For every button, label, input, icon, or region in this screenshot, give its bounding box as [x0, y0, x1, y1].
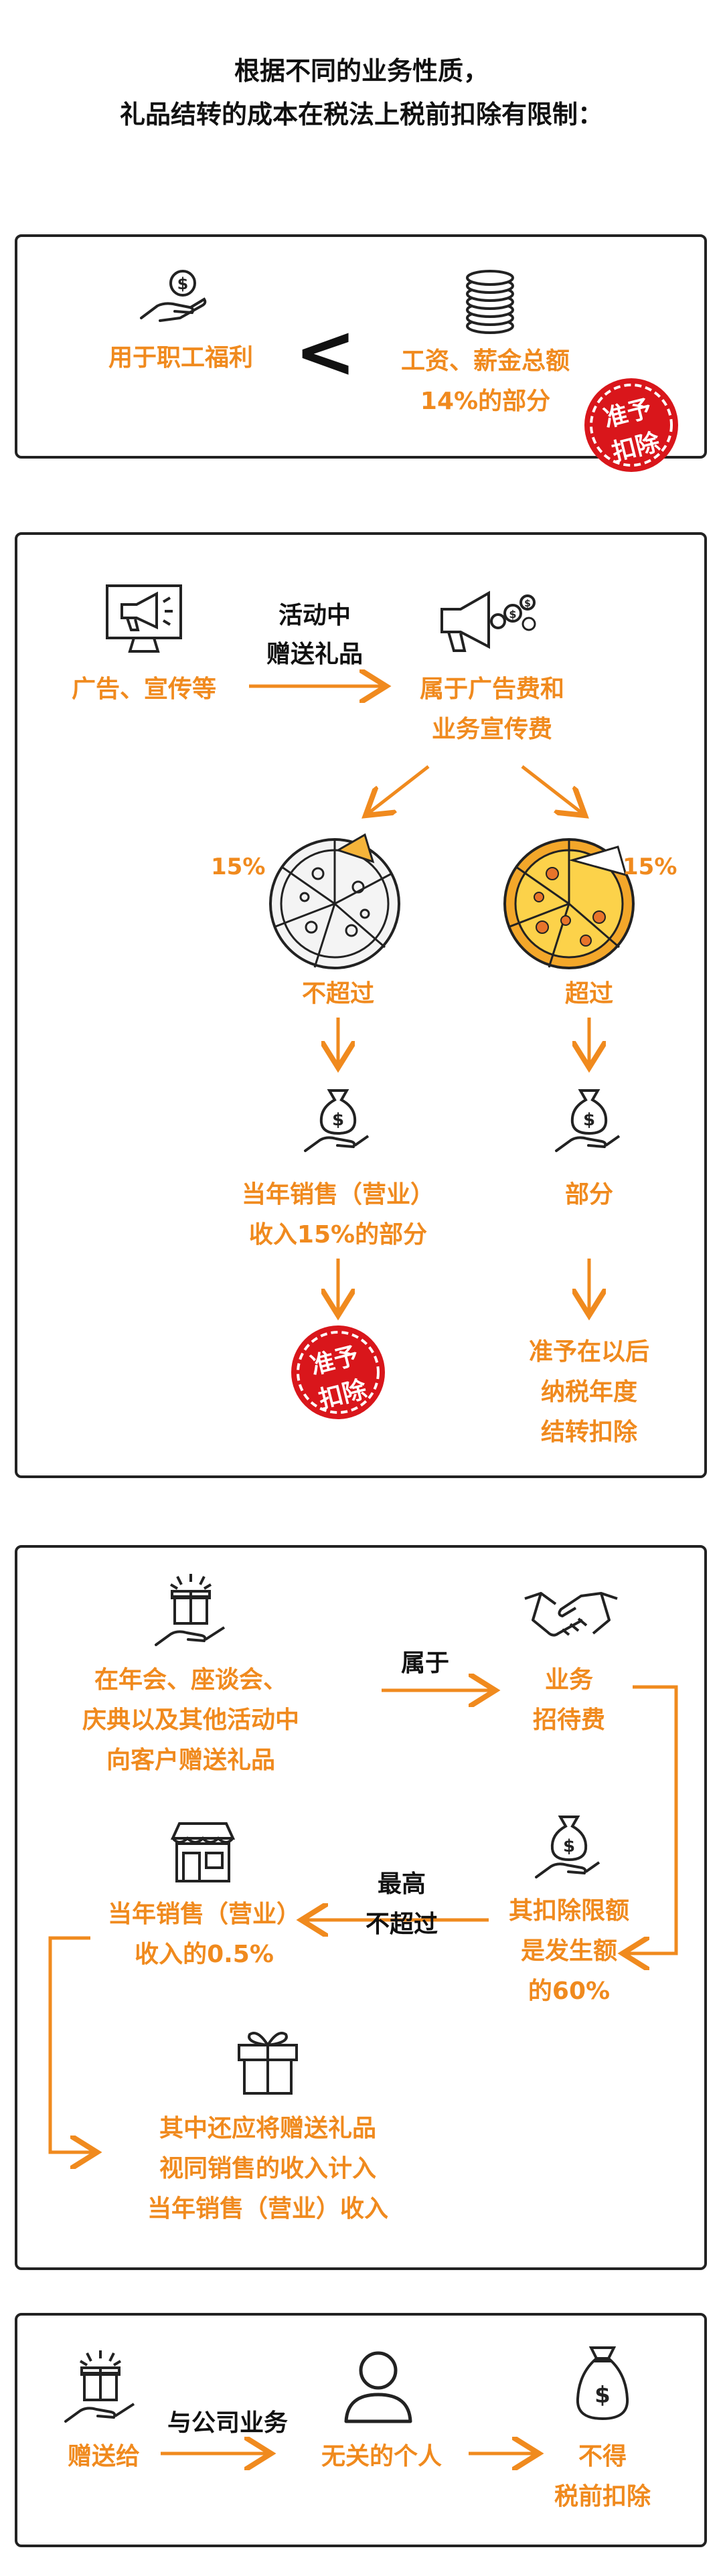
gift-box-icon: [238, 2032, 298, 2095]
hospitality-line-1: 业务: [544, 1666, 593, 1694]
activity-line-1: 活动中: [278, 602, 351, 629]
pizza-color-icon: [503, 838, 635, 969]
cap-line-2: 不超过: [365, 1911, 438, 1938]
header-line-2: 礼品结转的成本在税法上税前扣除有限制：: [119, 100, 603, 129]
section-business-hospitality: [15, 1545, 707, 2270]
gift-hand-icon: [155, 1574, 226, 1646]
belongs-label: 属于: [400, 1649, 449, 1677]
sales-revenue-line-1: 当年销售（营业）: [107, 1901, 301, 1928]
money-bag-hand-icon: $: [304, 1089, 370, 1152]
carry-forward-line-3: 结转扣除: [540, 1419, 637, 1446]
cap-line-1: 最高: [377, 1870, 426, 1898]
right-percent-label: 15%: [623, 854, 677, 880]
svg-text:$: $: [583, 1110, 595, 1130]
section-unrelated-individuals: [15, 2313, 707, 2547]
business-unrelated-label: 与公司业务: [167, 2409, 288, 2437]
megaphone-coins-icon: $ $: [440, 590, 536, 652]
limit-line-2: 是发生额: [520, 1937, 617, 1965]
store-icon: [170, 1822, 236, 1882]
svg-text:$: $: [332, 1110, 344, 1130]
hospitality-line-2: 招待费: [532, 1706, 605, 1734]
money-bag-hand-icon: $: [555, 1089, 621, 1152]
left-result-line-2: 收入15%的部分: [248, 1221, 428, 1249]
money-bag-icon: $: [576, 2346, 629, 2421]
activity-line-2: 赠送礼品: [266, 641, 363, 668]
handshake-icon: [524, 1592, 618, 1637]
limit-line-1: 其扣除限额: [508, 1897, 629, 1925]
sales-revenue-line-2: 收入的0.5%: [135, 1941, 274, 1968]
hand-coin-icon: $: [140, 270, 207, 322]
left-percent-label: 15%: [211, 854, 266, 880]
svg-text:$: $: [177, 274, 189, 293]
approved-stamp: 准予 扣除: [288, 1322, 388, 1423]
salary-line-2: 14%的部分: [420, 388, 551, 415]
not-exceed-label: 不超过: [301, 980, 374, 1008]
gift-event-line-3: 向客户赠送礼品: [106, 1747, 275, 1774]
svg-text:$: $: [594, 2382, 611, 2409]
less-than-symbol: <: [295, 309, 357, 394]
welfare-label: 用于职工福利: [108, 344, 253, 372]
not-deductible-line-2: 税前扣除: [554, 2483, 651, 2510]
exceed-label: 超过: [564, 980, 613, 1008]
pizza-icon: [269, 833, 400, 969]
gift-hand-icon: [64, 2350, 135, 2423]
person-icon: [344, 2351, 412, 2423]
deemed-sales-line-2: 视同销售的收入计入: [159, 2155, 376, 2182]
ad-fee-line-1: 属于广告费和: [419, 675, 564, 703]
carry-forward-line-2: 纳税年度: [540, 1378, 637, 1406]
deemed-sales-line-1: 其中还应将赠送礼品: [159, 2115, 376, 2142]
right-result-label: 部分: [564, 1181, 613, 1208]
coin-stack-icon: [466, 270, 514, 334]
money-bag-hand-icon: $: [535, 1816, 600, 1878]
advertising-label: 广告、宣传等: [71, 675, 216, 703]
gift-event-line-2: 庆典以及其他活动中: [82, 1706, 299, 1734]
deemed-sales-line-3: 当年销售（营业）收入: [147, 2195, 388, 2223]
unrelated-person-label: 无关的个人: [321, 2443, 442, 2470]
approved-stamp: 准予 扣除: [581, 375, 681, 475]
header-line-1: 根据不同的业务性质，: [234, 56, 489, 86]
svg-text:$: $: [524, 598, 531, 609]
not-deductible-line-1: 不得: [578, 2443, 627, 2470]
left-result-line-1: 当年销售（营业）: [241, 1181, 434, 1208]
carry-forward-line-1: 准予在以后: [528, 1338, 649, 1366]
monitor-megaphone-icon: [106, 584, 182, 653]
svg-text:$: $: [563, 1836, 575, 1856]
gift-event-line-1: 在年会、座谈会、: [94, 1666, 287, 1694]
limit-line-3: 的60%: [528, 1978, 611, 2005]
salary-line-1: 工资、薪金总额: [400, 347, 570, 375]
give-to-label: 赠送给: [67, 2443, 140, 2470]
svg-text:$: $: [509, 608, 516, 621]
ad-fee-line-2: 业务宣传费: [431, 716, 552, 743]
